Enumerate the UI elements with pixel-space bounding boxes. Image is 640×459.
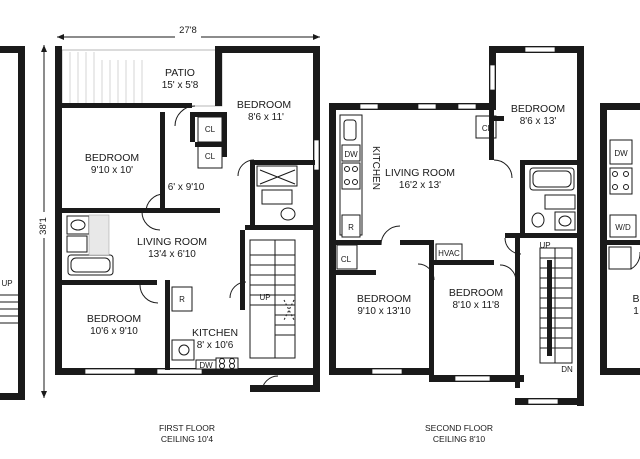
sf-dishwasher-label: DW <box>344 150 358 159</box>
ff-patio-name: PATIO <box>165 67 195 79</box>
ff-living-size: 13'4 x 6'10 <box>148 249 196 260</box>
ff-caption-line2: CEILING 10'4 <box>161 434 213 444</box>
rp-dishwasher-label: DW <box>614 149 628 158</box>
sf-caption-line2: CEILING 8'10 <box>433 434 485 444</box>
sf-fridge-label: R <box>348 223 354 232</box>
width-dimension: 27'8 <box>57 25 320 42</box>
sf-stair-down-label: DN <box>561 365 573 374</box>
ff-closet-2-label: CL <box>205 152 216 161</box>
rp-bedroom-fragment: B <box>632 293 639 305</box>
first-floor-plan: R DW UP DN <box>55 46 320 444</box>
sf-bedroom-sw-name: BEDROOM <box>357 293 411 305</box>
sf-living-size: 16'2 x 13' <box>399 180 441 191</box>
sf-caption-line1: SECOND FLOOR <box>425 423 493 433</box>
left-partial-plan: UP <box>0 46 25 400</box>
sf-hvac-label: HVAC <box>438 249 460 258</box>
sf-closet-1-label: CL <box>482 124 493 133</box>
ff-living-name: LIVING ROOM <box>137 236 207 248</box>
ff-bedroom-ne-size: 8'6 x 11' <box>248 112 284 123</box>
width-label: 27'8 <box>179 25 197 36</box>
ff-bedroom-ne-name: BEDROOM <box>237 99 291 111</box>
sf-kitchen-name: KITCHEN <box>370 146 381 190</box>
ff-bedroom-sw-size: 10'6 x 9'10 <box>90 326 138 337</box>
second-floor-plan: DW R KITCHEN CL CL HVAC UP <box>329 46 584 444</box>
ff-stairs: UP DN <box>249 239 298 377</box>
ff-dishwasher-label: DW <box>199 361 213 370</box>
sf-bedroom-ne-size: 8'6 x 13' <box>520 116 557 127</box>
ff-bedroom-sw-name: BEDROOM <box>87 313 141 325</box>
sf-stairs: UP DN <box>539 241 573 374</box>
ff-hall-size: 6' x 9'10 <box>168 182 205 193</box>
ff-kitchen-size: 8' x 10'6 <box>197 340 234 351</box>
sf-bedroom-ne-name: BEDROOM <box>511 103 565 115</box>
sf-stair-up-label: UP <box>539 241 550 250</box>
patio-decking <box>69 52 143 104</box>
rp-size-fragment: 1 <box>633 306 639 317</box>
ff-caption-line1: FIRST FLOOR <box>159 423 215 433</box>
sf-bedroom-s-size: 8'10 x 11'8 <box>452 300 499 311</box>
sf-closet-2-label: CL <box>341 255 352 264</box>
ff-bedroom-nw-size: 9'10 x 10' <box>91 165 133 176</box>
sf-bedroom-sw-size: 9'10 x 13'10 <box>357 306 411 317</box>
sf-living-name: LIVING ROOM <box>385 167 455 179</box>
ff-bedroom-nw-name: BEDROOM <box>85 152 139 164</box>
ff-stair-up-label: UP <box>259 293 270 302</box>
rp-washer-dryer-label: W/D <box>615 223 631 232</box>
ff-kitchen-name: KITCHEN <box>192 327 238 339</box>
ff-stair-down-label: DN <box>286 368 298 377</box>
left-stair-up-label: UP <box>1 279 12 288</box>
ff-fridge-label: R <box>179 295 185 304</box>
right-partial-plan: DW W/D B 1 <box>600 103 640 375</box>
sf-bedroom-s-name: BEDROOM <box>449 287 503 299</box>
height-label: 38'1 <box>38 217 49 235</box>
height-dimension: 38'1 <box>33 45 55 398</box>
ff-patio-size: 15' x 5'8 <box>162 80 199 91</box>
ff-closet-1-label: CL <box>205 125 216 134</box>
